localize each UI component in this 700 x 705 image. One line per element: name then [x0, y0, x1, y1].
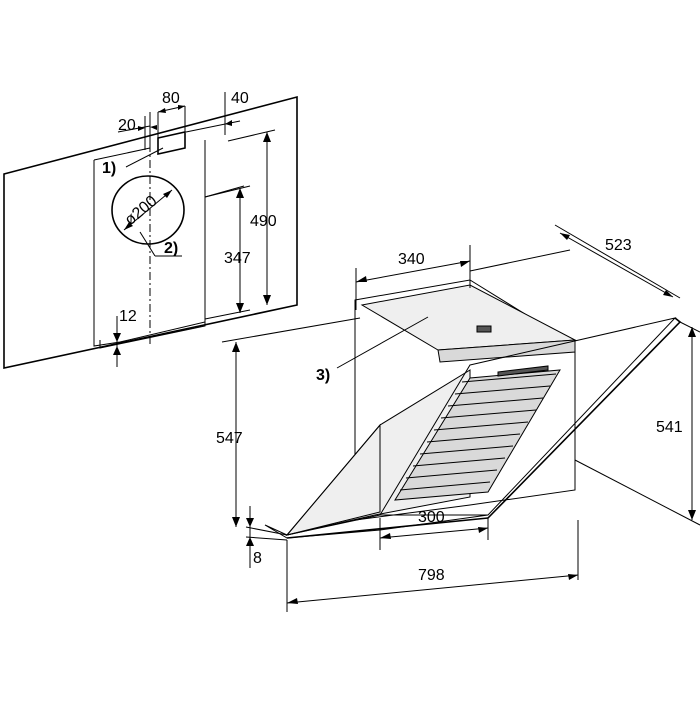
cooker-hood — [264, 279, 682, 539]
dim-547: 547 — [216, 430, 243, 447]
slot-opening — [157, 131, 186, 155]
dim-200: ø200 — [122, 193, 161, 230]
dim-80: 80 — [162, 90, 180, 107]
callout-1: 1) — [102, 160, 116, 177]
dim-798: 798 — [418, 567, 445, 584]
wall-plate-dimensions: 20 80 40 490 347 12 ø200 — [102, 90, 277, 367]
dim-40: 40 — [231, 90, 249, 107]
wall-plate — [3, 95, 298, 369]
dim-541: 541 — [656, 419, 683, 436]
wall-plate-outline — [3, 95, 298, 369]
dim-347: 347 — [224, 250, 251, 267]
dim-340: 340 — [398, 251, 425, 268]
dim-523: 523 — [605, 237, 632, 254]
dim-8: 8 — [253, 550, 262, 567]
grease-filter — [394, 365, 561, 501]
dim-300: 300 — [418, 509, 445, 526]
top-cover — [360, 284, 577, 351]
callout-2: 2) — [164, 240, 178, 257]
callout-3: 3) — [316, 367, 330, 384]
dim-20: 20 — [118, 117, 136, 134]
dim-12: 12 — [119, 308, 137, 325]
dim-490: 490 — [250, 213, 277, 230]
control-knob — [476, 325, 492, 333]
hood-dimensions: 340 523 547 541 300 798 — [216, 224, 700, 612]
